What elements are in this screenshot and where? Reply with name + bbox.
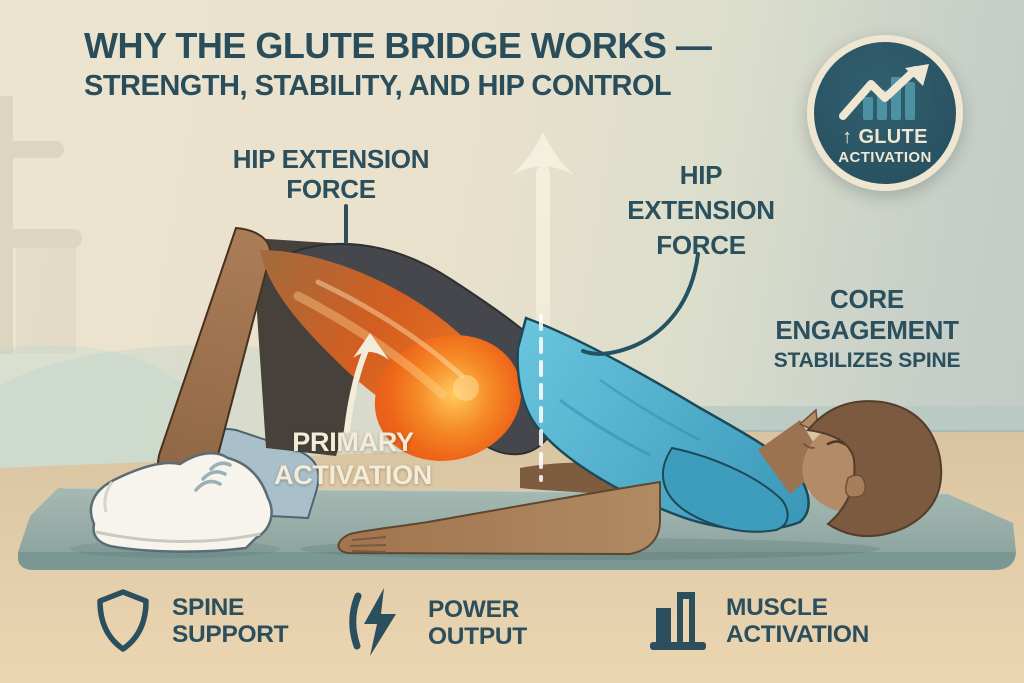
hair: [806, 400, 943, 537]
badge-line2: ACTIVATION: [838, 149, 932, 166]
glute-activated: [374, 335, 522, 461]
trend-up-chart-icon: [839, 64, 929, 120]
hip-extension-force-right-label: HIP EXTENSION FORCE: [627, 160, 775, 260]
shield-icon: [97, 589, 149, 652]
page-title: WHY THE GLUTE BRIDGE WORKS — STRENGTH, S…: [84, 25, 712, 103]
hip-extension-force-left-label: HIP EXTENSION FORCE: [232, 144, 430, 204]
bar-chart-icon: [650, 592, 706, 650]
background-haze: [0, 345, 200, 495]
primary-activation-label: PRIMARY ACTIVATION: [274, 427, 432, 490]
forearm-hand: [337, 480, 661, 556]
finger-lines: [349, 536, 387, 553]
glute-activation-badge: ↑ GLUTE ACTIVATION: [807, 35, 963, 191]
core-engagement-label: CORE ENGAGEMENT STABILIZES SPINE: [773, 284, 961, 372]
shirt-folds: [559, 378, 701, 457]
title-line1: WHY THE GLUTE BRIDGE WORKS —: [84, 25, 712, 66]
title-line2: STRENGTH, STABILITY, AND HIP CONTROL: [84, 70, 672, 102]
shirt-sleeve: [662, 446, 789, 533]
footer-item-power-output: POWER OUTPUT: [344, 586, 527, 660]
exercise-mat-edge: [18, 552, 1016, 570]
footer-item-spine-support: SPINE SUPPORT: [94, 588, 289, 654]
sneaker: [89, 451, 273, 553]
footer-item-muscle-activation: MUSCLE ACTIVATION: [650, 590, 869, 652]
primary-activation-arrow: [344, 333, 389, 433]
ear: [845, 474, 866, 498]
hip-extension-right-pointer: [581, 252, 700, 356]
lightning-icon: [349, 588, 396, 656]
badge-line1: ↑ GLUTE: [842, 126, 928, 148]
mouth: [803, 443, 815, 449]
background-furniture-silhouette: [0, 96, 82, 354]
